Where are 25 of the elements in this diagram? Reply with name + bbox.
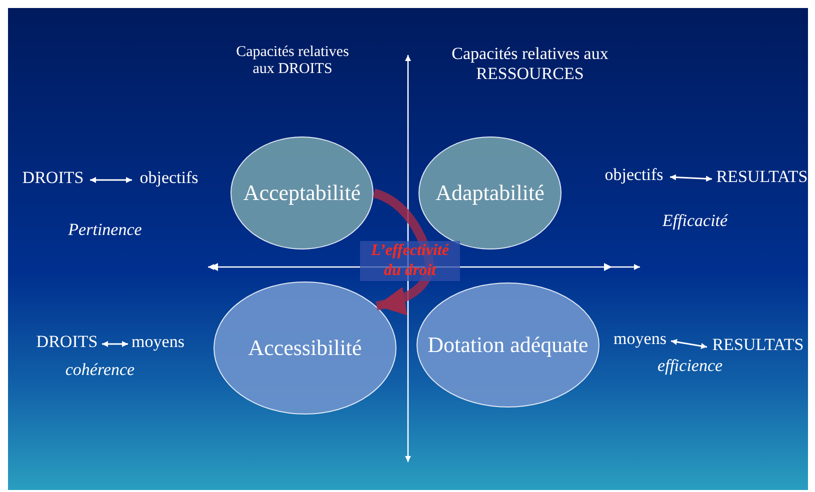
term-label: RESULTATS	[707, 333, 809, 357]
term-label: moyens	[128, 330, 188, 354]
term-label: moyens	[609, 327, 671, 351]
term-label: DROITS	[32, 330, 102, 354]
ellipse-node	[213, 281, 397, 415]
node-label: Adaptabilité	[436, 180, 544, 206]
term-label: objectifs	[598, 163, 670, 187]
term-label: DROITS	[16, 166, 90, 190]
node-label: Dotation adéquate	[428, 332, 588, 358]
quadrant-note: Efficacité	[661, 211, 729, 231]
arrow	[670, 174, 712, 182]
node-label: Acceptabilité	[243, 180, 361, 206]
ellipse-node	[416, 282, 600, 408]
arrow	[670, 339, 708, 349]
quadrant-note: Pertinence	[67, 220, 143, 240]
arrow	[102, 341, 128, 347]
term-label: objectifs	[132, 166, 206, 190]
node-label: Accessibilité	[248, 335, 362, 361]
quadrant-note: Capacités relatives aux RESSOURCES	[450, 44, 610, 84]
term-label: RESULTATS	[712, 165, 812, 189]
edge-label: L’effectivité du droit	[360, 241, 460, 281]
quadrant-note: cohérence	[64, 360, 136, 380]
quadrant-note: efficience	[656, 356, 724, 376]
quadrant-note: Capacités relatives aux DROITS	[235, 44, 350, 78]
arrow	[90, 177, 132, 183]
